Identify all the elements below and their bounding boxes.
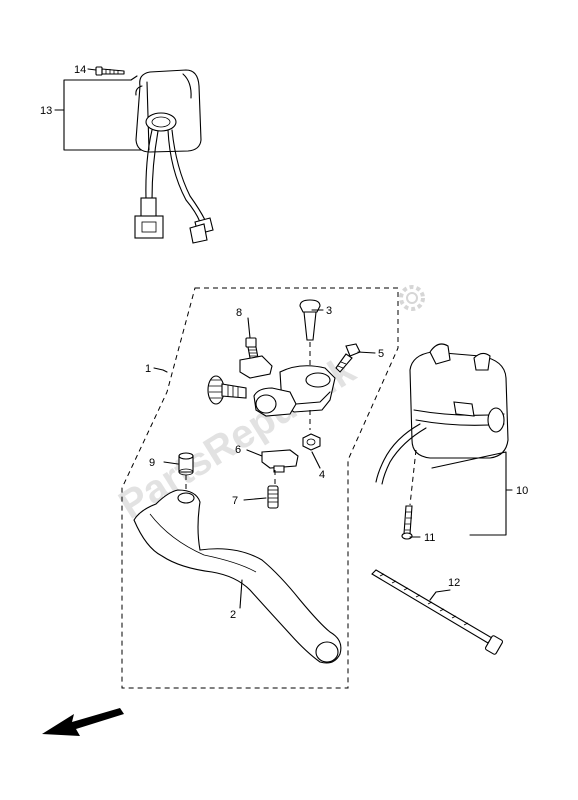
part-switch-upper-left [63,66,214,244]
screw-14 [95,66,125,76]
callout-11: 11 [424,532,435,544]
callouts: 14 13 1 8 3 5 6 4 9 7 2 10 11 12 [40,64,528,621]
callout-6: 6 [235,444,241,456]
callout-10: 10 [516,485,528,497]
callout-9: 9 [149,457,155,469]
part-12-cable-tie [371,569,504,655]
callout-4: 4 [319,469,325,481]
part-3-bolt [299,299,321,378]
callout-3: 3 [326,305,332,317]
part-2-lever [133,489,342,664]
part-adjuster [207,375,247,405]
callout-5: 5 [378,348,384,360]
part-5-screw [335,343,361,373]
callout-14: 14 [74,64,86,76]
assembly-boundary [121,287,399,689]
arrow-front-icon [42,708,124,736]
callout-bracket-10 [431,451,507,536]
gear-icon [399,285,425,311]
callout-leaders [54,68,513,609]
part-4-nut [302,433,321,451]
part-11-screw [401,505,413,540]
part-7-screw [267,485,279,509]
part-8-screw [245,337,259,359]
part-6-switch [261,449,299,488]
callout-8: 8 [236,307,242,319]
part-switch-right [375,343,509,540]
part-lever-holder [239,355,336,430]
part-9-bushing [178,452,194,494]
callout-1: 1 [145,363,151,375]
callout-12: 12 [448,577,460,589]
callout-2: 2 [230,609,236,621]
callout-13: 13 [40,105,52,117]
callout-7: 7 [232,495,238,507]
callout-bracket-13 [63,79,142,151]
